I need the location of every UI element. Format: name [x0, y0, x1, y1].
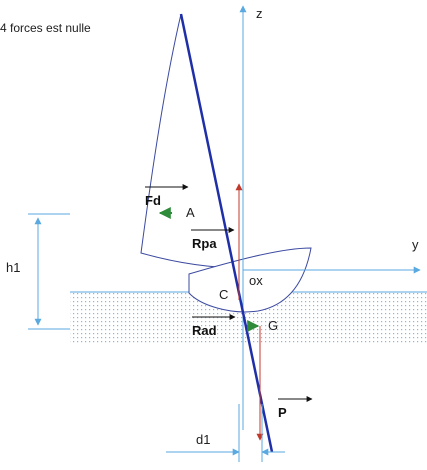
d1-label: d1 [196, 432, 210, 447]
origin-label: ox [249, 273, 263, 288]
point-a-label: A [186, 205, 195, 220]
point-c-label: C [219, 287, 228, 302]
fd-label: Fd [145, 193, 161, 208]
z-axis-label: z [256, 6, 263, 21]
rpa-label: Rpa [192, 236, 217, 251]
mast [179, 13, 274, 453]
y-axis-label: y [412, 237, 419, 252]
h1-label: h1 [6, 260, 20, 275]
point-g-label: G [268, 318, 278, 333]
sail [140, 13, 244, 269]
caption-text: 4 forces est nulle [0, 21, 91, 35]
p-label: P [278, 405, 287, 420]
rad-label: Rad [192, 323, 217, 338]
hull [188, 247, 312, 313]
